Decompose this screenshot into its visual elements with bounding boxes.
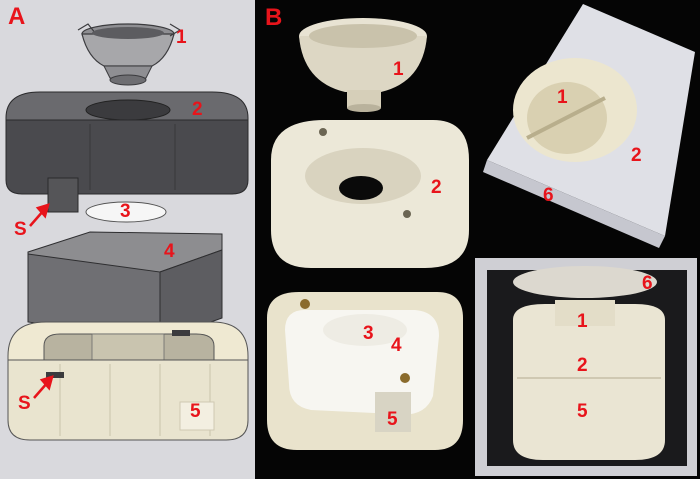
photo-base-with-foam	[267, 292, 463, 450]
cad-part-5-beige-housing	[7, 321, 249, 441]
panel-a-cad-exploded-view: A 1 2 3 4 5 S S	[0, 0, 255, 479]
photo4-part-3-label: 3	[363, 323, 374, 344]
photo3-part-6-label: 6	[543, 185, 554, 206]
part-3-label: 3	[120, 201, 131, 222]
s-arrows	[29, 203, 54, 399]
part-4-label: 4	[164, 241, 175, 262]
part-2-label: 2	[192, 99, 203, 120]
part-1-label: 1	[176, 27, 187, 48]
photo3-part-2-label: 2	[631, 145, 642, 166]
photo-assembly-tilted	[483, 4, 695, 248]
photo5-part-5-label: 5	[577, 401, 588, 422]
photo4-part-4-label: 4	[391, 335, 402, 356]
photo4-part-5-label: 5	[387, 409, 398, 430]
s-label-lower: S	[18, 393, 31, 414]
panel-a-letter: A	[8, 3, 26, 30]
photo3-part-1-label: 1	[557, 87, 568, 108]
photo2-part-2-label: 2	[431, 177, 442, 198]
photo-part-2-block	[271, 120, 469, 268]
photo-full-assembly	[475, 258, 697, 476]
cad-drawing	[5, 23, 249, 441]
cad-part-2-dark-block	[5, 91, 249, 213]
cad-part-3-disk	[85, 201, 167, 223]
photo-part-1-cup	[299, 18, 427, 112]
part-5-label: 5	[190, 401, 201, 422]
photo5-part-6-label: 6	[642, 273, 653, 294]
cad-part-4-square-block	[27, 231, 223, 341]
photo-collage	[267, 4, 697, 476]
photo5-part-2-label: 2	[577, 355, 588, 376]
s-label-upper: S	[14, 219, 27, 240]
photo1-part-1-label: 1	[393, 59, 404, 80]
photo5-part-1-label: 1	[577, 311, 588, 332]
panel-b-photographs: B 1 2 1 2 6 3 4 5 6 1 2 5	[255, 0, 700, 479]
panel-b-letter: B	[265, 4, 283, 31]
cad-part-1-funnel	[77, 23, 182, 86]
